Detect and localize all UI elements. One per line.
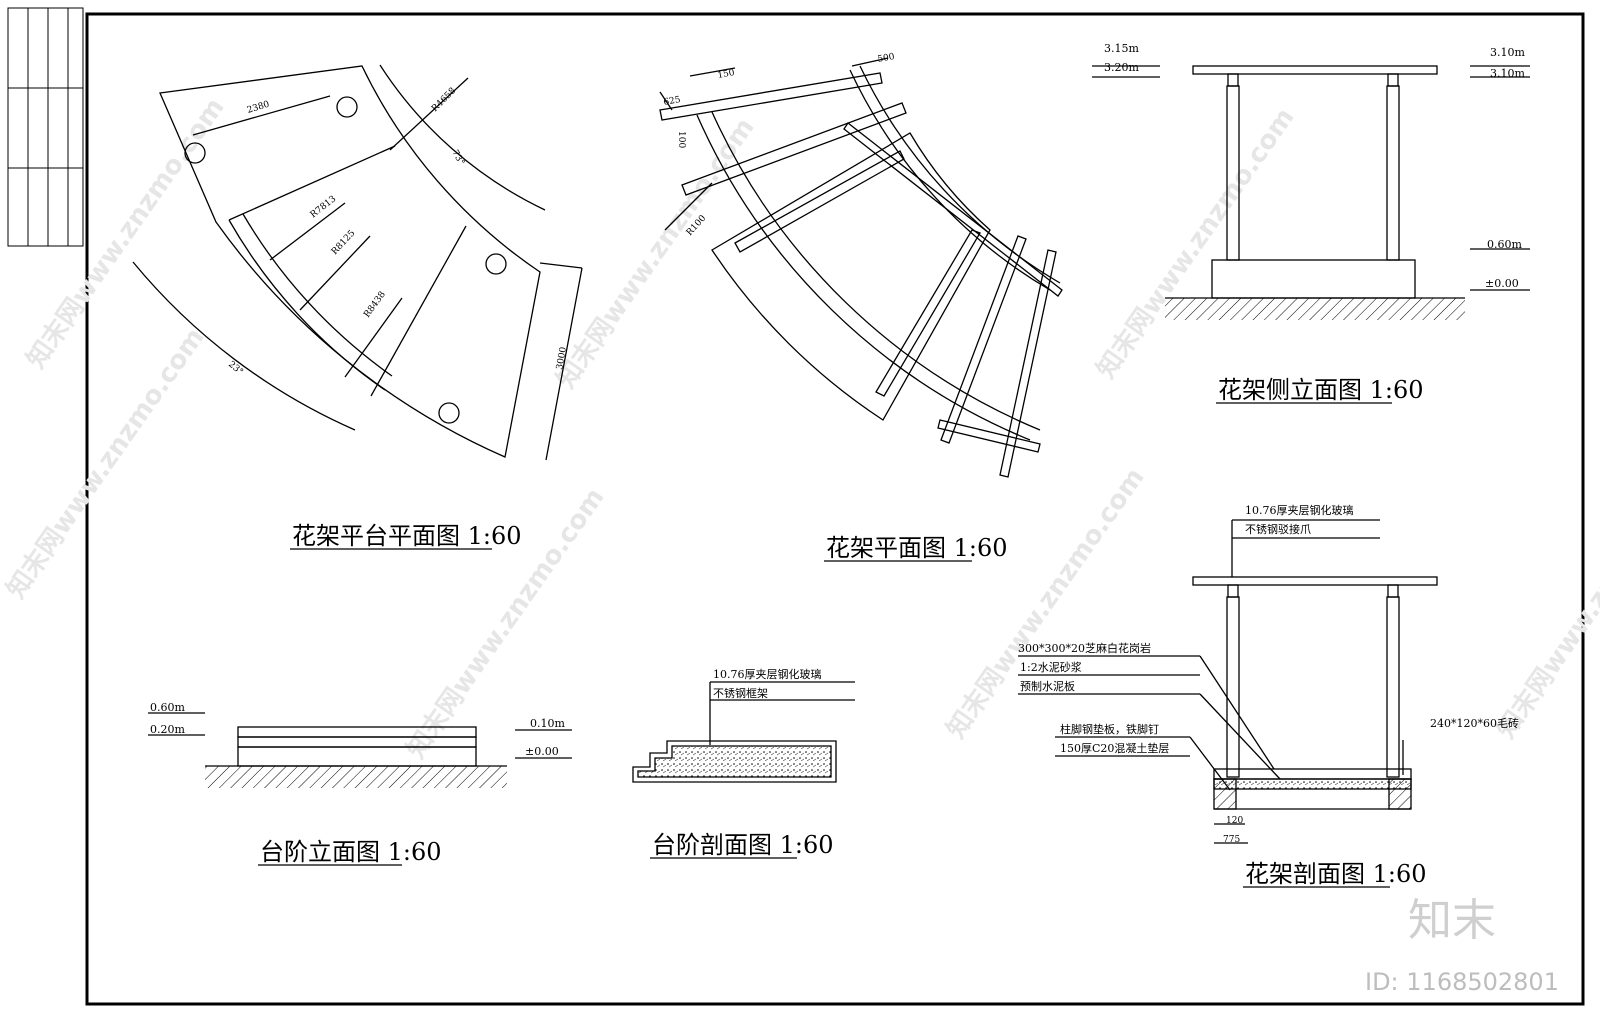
svg-text:0.20m: 0.20m	[150, 723, 185, 736]
svg-text:0.10m: 0.10m	[530, 717, 565, 730]
svg-text:23°: 23°	[226, 360, 245, 378]
svg-text:预制水泥板: 预制水泥板	[1020, 679, 1075, 693]
watermarks: 知末网www.znzmo.com 知末网www.znzmo.com 知末网www…	[1, 93, 1600, 764]
svg-text:知末网www.znzmo.com: 知末网www.znzmo.com	[551, 113, 760, 394]
svg-text:R4658: R4658	[430, 86, 458, 114]
side-elevation-title: 花架侧立面图 1:60	[1218, 376, 1424, 404]
svg-text:120: 120	[1226, 816, 1243, 826]
svg-text:0.60m: 0.60m	[1487, 238, 1522, 251]
step-elevation	[148, 712, 572, 788]
svg-text:100: 100	[676, 131, 686, 148]
platform-plan-labels: 2380 R4658 73° R7813 R8125 R8438 23° 300…	[226, 86, 569, 550]
svg-text:±0.00: ±0.00	[1485, 277, 1519, 290]
section-labels: 10.76厚夹层钢化玻璃 不锈钢驳接爪 300*300*20芝麻白花岗岩 1:2…	[1018, 503, 1519, 888]
step-elevation-title: 台阶立面图 1:60	[260, 838, 442, 866]
trellis-plan-labels: 150 500 625 100 R100 花架平面图 1:60	[663, 52, 1008, 562]
svg-text:3.15m: 3.15m	[1104, 42, 1139, 55]
svg-text:知末网www.znzmo.com: 知末网www.znzmo.com	[21, 93, 230, 374]
svg-text:不锈钢驳接爪: 不锈钢驳接爪	[1245, 523, 1311, 536]
svg-text:150: 150	[717, 68, 736, 81]
svg-text:500: 500	[877, 52, 896, 65]
svg-text:3000: 3000	[555, 346, 569, 371]
side-elevation	[1092, 65, 1530, 320]
step-section-title: 台阶剖面图 1:60	[652, 831, 834, 859]
brand-logo: 知末	[1408, 895, 1496, 946]
svg-text:775: 775	[1223, 835, 1240, 845]
svg-text:625: 625	[663, 95, 682, 108]
step-elevation-labels: 0.60m 0.20m 0.10m ±0.00 台阶立面图 1:60	[150, 701, 565, 866]
sheet-border	[85, 12, 1585, 1006]
svg-text:3.20m: 3.20m	[1104, 61, 1139, 74]
svg-text:柱脚钢垫板，铁脚钉: 柱脚钢垫板，铁脚钉	[1060, 722, 1159, 736]
svg-text:3.10m: 3.10m	[1490, 46, 1525, 59]
title-block	[7, 7, 84, 247]
svg-text:73°: 73°	[449, 149, 466, 168]
svg-text:10.76厚夹层钢化玻璃: 10.76厚夹层钢化玻璃	[713, 667, 822, 681]
trellis-plan-title: 花架平面图 1:60	[826, 534, 1008, 562]
svg-text:150厚C20混凝土垫层: 150厚C20混凝土垫层	[1060, 741, 1169, 755]
step-section	[632, 681, 855, 783]
platform-plan	[132, 64, 583, 461]
svg-text:300*300*20芝麻白花岗岩: 300*300*20芝麻白花岗岩	[1018, 641, 1151, 655]
svg-text:10.76厚夹层钢化玻璃: 10.76厚夹层钢化玻璃	[1245, 503, 1354, 517]
svg-text:1:2水泥砂浆: 1:2水泥砂浆	[1020, 660, 1082, 674]
svg-text:R8438: R8438	[362, 290, 388, 320]
side-elevation-labels: 3.15m 3.20m 3.10m 3.10m 0.60m ±0.00 花架侧立…	[1104, 42, 1525, 404]
svg-text:3.10m: 3.10m	[1490, 67, 1525, 80]
section-title: 花架剖面图 1:60	[1245, 860, 1427, 888]
section-drawing	[1018, 519, 1438, 844]
svg-text:240*120*60毛砖: 240*120*60毛砖	[1430, 716, 1519, 730]
svg-text:知末网www.znzmo.com: 知末网www.znzmo.com	[941, 463, 1150, 744]
svg-text:R7813: R7813	[309, 194, 339, 220]
trellis-plan	[659, 57, 1063, 478]
image-id: ID: 1168502801	[1365, 968, 1559, 996]
svg-text:±0.00: ±0.00	[525, 745, 559, 758]
svg-text:不锈钢框架: 不锈钢框架	[713, 687, 768, 700]
step-section-labels: 10.76厚夹层钢化玻璃 不锈钢框架 台阶剖面图 1:60	[650, 667, 834, 859]
svg-text:0.60m: 0.60m	[150, 701, 185, 714]
platform-plan-title: 花架平台平面图 1:60	[292, 522, 522, 550]
svg-text:知末网www.znzmo.com: 知末网www.znzmo.com	[1091, 103, 1300, 384]
